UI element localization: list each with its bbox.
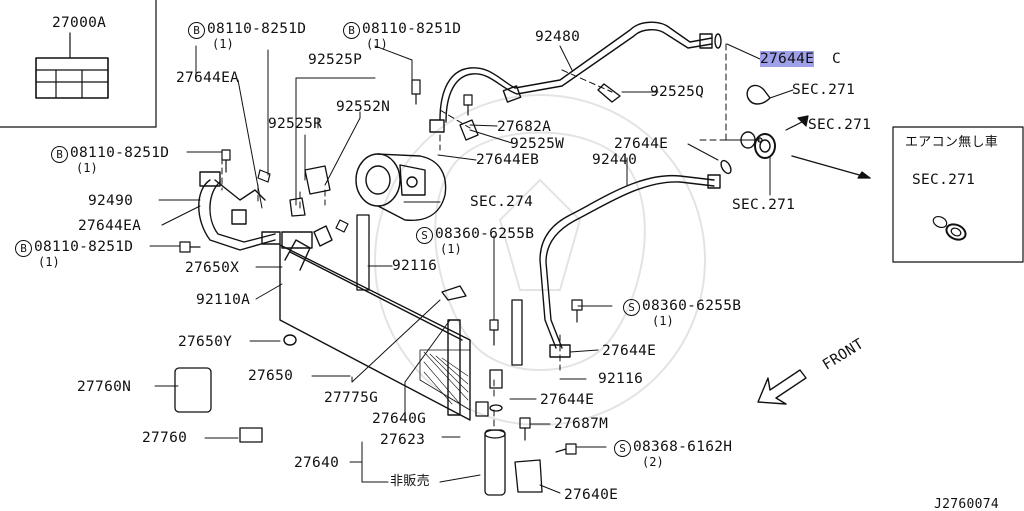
label-sec274: SEC.274 (470, 194, 534, 210)
label-no-aircon-vehicle: エアコン無し車 (905, 135, 999, 150)
label-sec271-b: SEC.271 (808, 117, 872, 133)
label-92116-b: 92116 (598, 371, 644, 387)
screw-s-symbol: S (623, 299, 640, 316)
qty-c: (1) (76, 161, 98, 175)
label-sec271-d: SEC.271 (732, 197, 796, 213)
dashed-guides (221, 43, 761, 431)
bolt-b-symbol: B (51, 146, 68, 163)
bolt-b-symbol: B (343, 22, 360, 39)
leader-lines (149, 43, 794, 494)
label-27644EC-suffix: C (832, 51, 842, 67)
label-27760: 27760 (142, 430, 188, 446)
label-27682A: 27682A (497, 119, 552, 135)
bolt-b-symbol: B (15, 240, 32, 257)
arrow-sec271 (785, 115, 871, 179)
label-27640G: 27640G (372, 411, 427, 427)
no-ac-box (892, 126, 1024, 263)
compressor (355, 153, 447, 222)
hose-92490 (198, 171, 281, 251)
label-27650: 27650 (248, 368, 294, 384)
label-27760N: 27760N (77, 379, 132, 395)
label-08360-6255B-a: 08360-6255B (435, 226, 535, 242)
label-27644E-b: 27644E (602, 343, 657, 359)
label-27644E-a: 27644E (614, 136, 669, 152)
label-27644EA-top: 27644EA (176, 70, 240, 86)
label-27640: 27640 (294, 455, 340, 471)
small-parts (174, 119, 763, 496)
qty-f: (1) (652, 314, 674, 328)
label-27623: 27623 (380, 432, 426, 448)
label-92116-a: 92116 (392, 258, 438, 274)
qty-a: (1) (212, 37, 234, 51)
watermark (374, 94, 706, 426)
label-box (0, 0, 157, 128)
condenser (279, 225, 471, 421)
label-92440: 92440 (592, 152, 638, 168)
label-92525P: 92525P (308, 52, 363, 68)
screw-s-symbol: S (614, 440, 631, 457)
qty-e: (1) (38, 255, 60, 269)
label-92552N: 92552N (336, 99, 391, 115)
front-arrow (757, 369, 807, 405)
label-08360-6255B-b: 08360-6255B (642, 298, 742, 314)
label-08110-8251D-d: 08110-8251D (34, 239, 134, 255)
label-27644EB: 27644EB (476, 152, 540, 168)
label-27650X: 27650X (185, 260, 240, 276)
label-08110-8251D-a: 08110-8251D (207, 21, 307, 37)
label-not-for-sale: 非販売 (390, 474, 430, 489)
screw-s-symbol: S (416, 227, 433, 244)
qty-b: (1) (366, 37, 388, 51)
bolts (179, 79, 583, 455)
label-27644EA-b: 27644EA (78, 218, 142, 234)
label-92480: 92480 (535, 29, 581, 45)
label-92525Q: 92525Q (650, 84, 705, 100)
label-92110A: 92110A (196, 292, 251, 308)
label-27640E: 27640E (564, 487, 619, 503)
label-27775G: 27775G (324, 390, 379, 406)
label-92525W: 92525W (510, 136, 565, 152)
pipe-92480 (429, 21, 722, 133)
bolt-b-symbol: B (188, 22, 205, 39)
label-27650Y: 27650Y (178, 334, 233, 350)
label-27687M: 27687M (554, 416, 609, 432)
qty-g: (2) (642, 455, 664, 469)
label-sec271-c: SEC.271 (912, 172, 976, 188)
label-92525R: 92525R (268, 116, 323, 132)
pipe-92440 (539, 84, 776, 358)
label-08110-8251D-c: 08110-8251D (70, 145, 170, 161)
label-92490: 92490 (88, 193, 134, 209)
label-sec271-a: SEC.271 (792, 82, 856, 98)
label-08368-6162H: 08368-6162H (633, 439, 733, 455)
label-08110-8251D-b: 08110-8251D (362, 21, 462, 37)
label-27644EC-highlighted: 27644E (760, 51, 815, 67)
label-27644E-c: 27644E (540, 392, 595, 408)
diagram-code: J2760074 (934, 497, 1000, 511)
qty-d: (1) (440, 242, 462, 256)
label-27000A: 27000A (52, 15, 107, 31)
